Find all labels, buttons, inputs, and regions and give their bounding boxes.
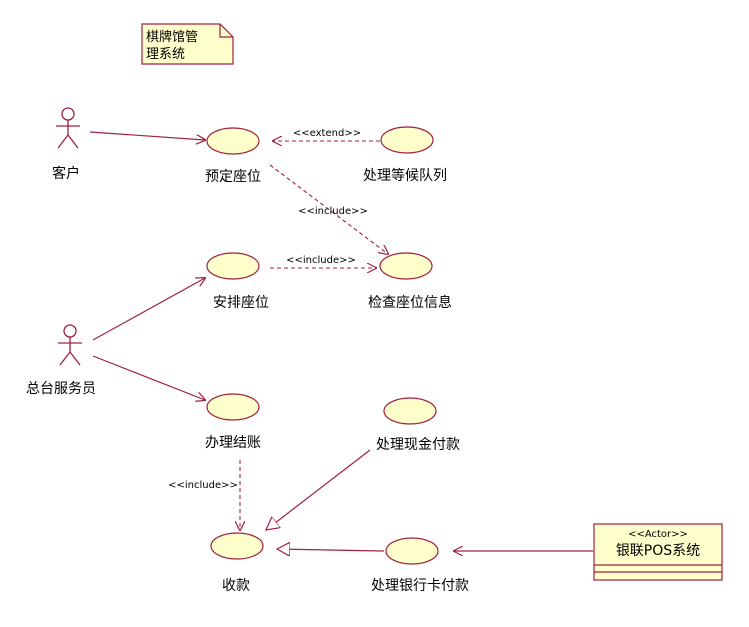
system-note: 棋牌馆管 理系统 [141, 23, 234, 65]
actor-pos-system[interactable]: <<Actor>> 银联POS系统 [593, 523, 723, 581]
usecase-checkout[interactable] [206, 393, 260, 421]
usecase-cash-label: 处理现金付款 [376, 437, 460, 453]
assoc-frontdesk-arrange [92, 278, 205, 341]
usecase-bank-card-label: 处理银行卡付款 [371, 578, 469, 594]
actor-front-desk[interactable] [58, 324, 82, 366]
assoc-customer-reserve [89, 131, 205, 140]
usecase-arrange[interactable] [206, 252, 260, 280]
usecase-collect-label: 收款 [222, 578, 250, 594]
include-reserve-to-check [269, 164, 388, 254]
usecase-reserve-label: 预定座位 [205, 169, 261, 185]
generalization-cash-to-collect [266, 449, 371, 530]
usecase-bank-card[interactable] [385, 537, 439, 565]
note-line-1: 棋牌馆管 [146, 29, 198, 45]
usecase-collect[interactable] [210, 532, 264, 560]
usecase-arrange-label: 安排座位 [213, 295, 269, 311]
usecase-reserve[interactable] [206, 127, 260, 155]
include-label-2: <<include>> [286, 255, 356, 266]
usecase-cash[interactable] [383, 397, 437, 425]
pos-stereotype: <<Actor>> [628, 529, 688, 540]
note-line-2: 理系统 [146, 47, 185, 62]
usecase-checkout-label: 办理结账 [205, 435, 261, 451]
usecase-check-info[interactable] [379, 252, 433, 280]
include-label-1: <<include>> [298, 206, 368, 217]
extend-label: <<extend>> [293, 128, 361, 139]
actor-customer[interactable] [56, 107, 80, 149]
generalization-bankcard-to-collect [277, 549, 385, 551]
actor-customer-label: 客户 [52, 165, 80, 182]
usecase-check-info-label: 检查座位信息 [368, 294, 452, 311]
usecase-wait-queue-label: 处理等候队列 [363, 167, 447, 184]
include-label-3: <<include>> [168, 480, 238, 491]
pos-name: 银联POS系统 [616, 543, 700, 559]
assoc-frontdesk-checkout [92, 355, 205, 400]
usecase-wait-queue[interactable] [380, 126, 434, 154]
actor-front-desk-label: 总台服务员 [26, 381, 96, 397]
